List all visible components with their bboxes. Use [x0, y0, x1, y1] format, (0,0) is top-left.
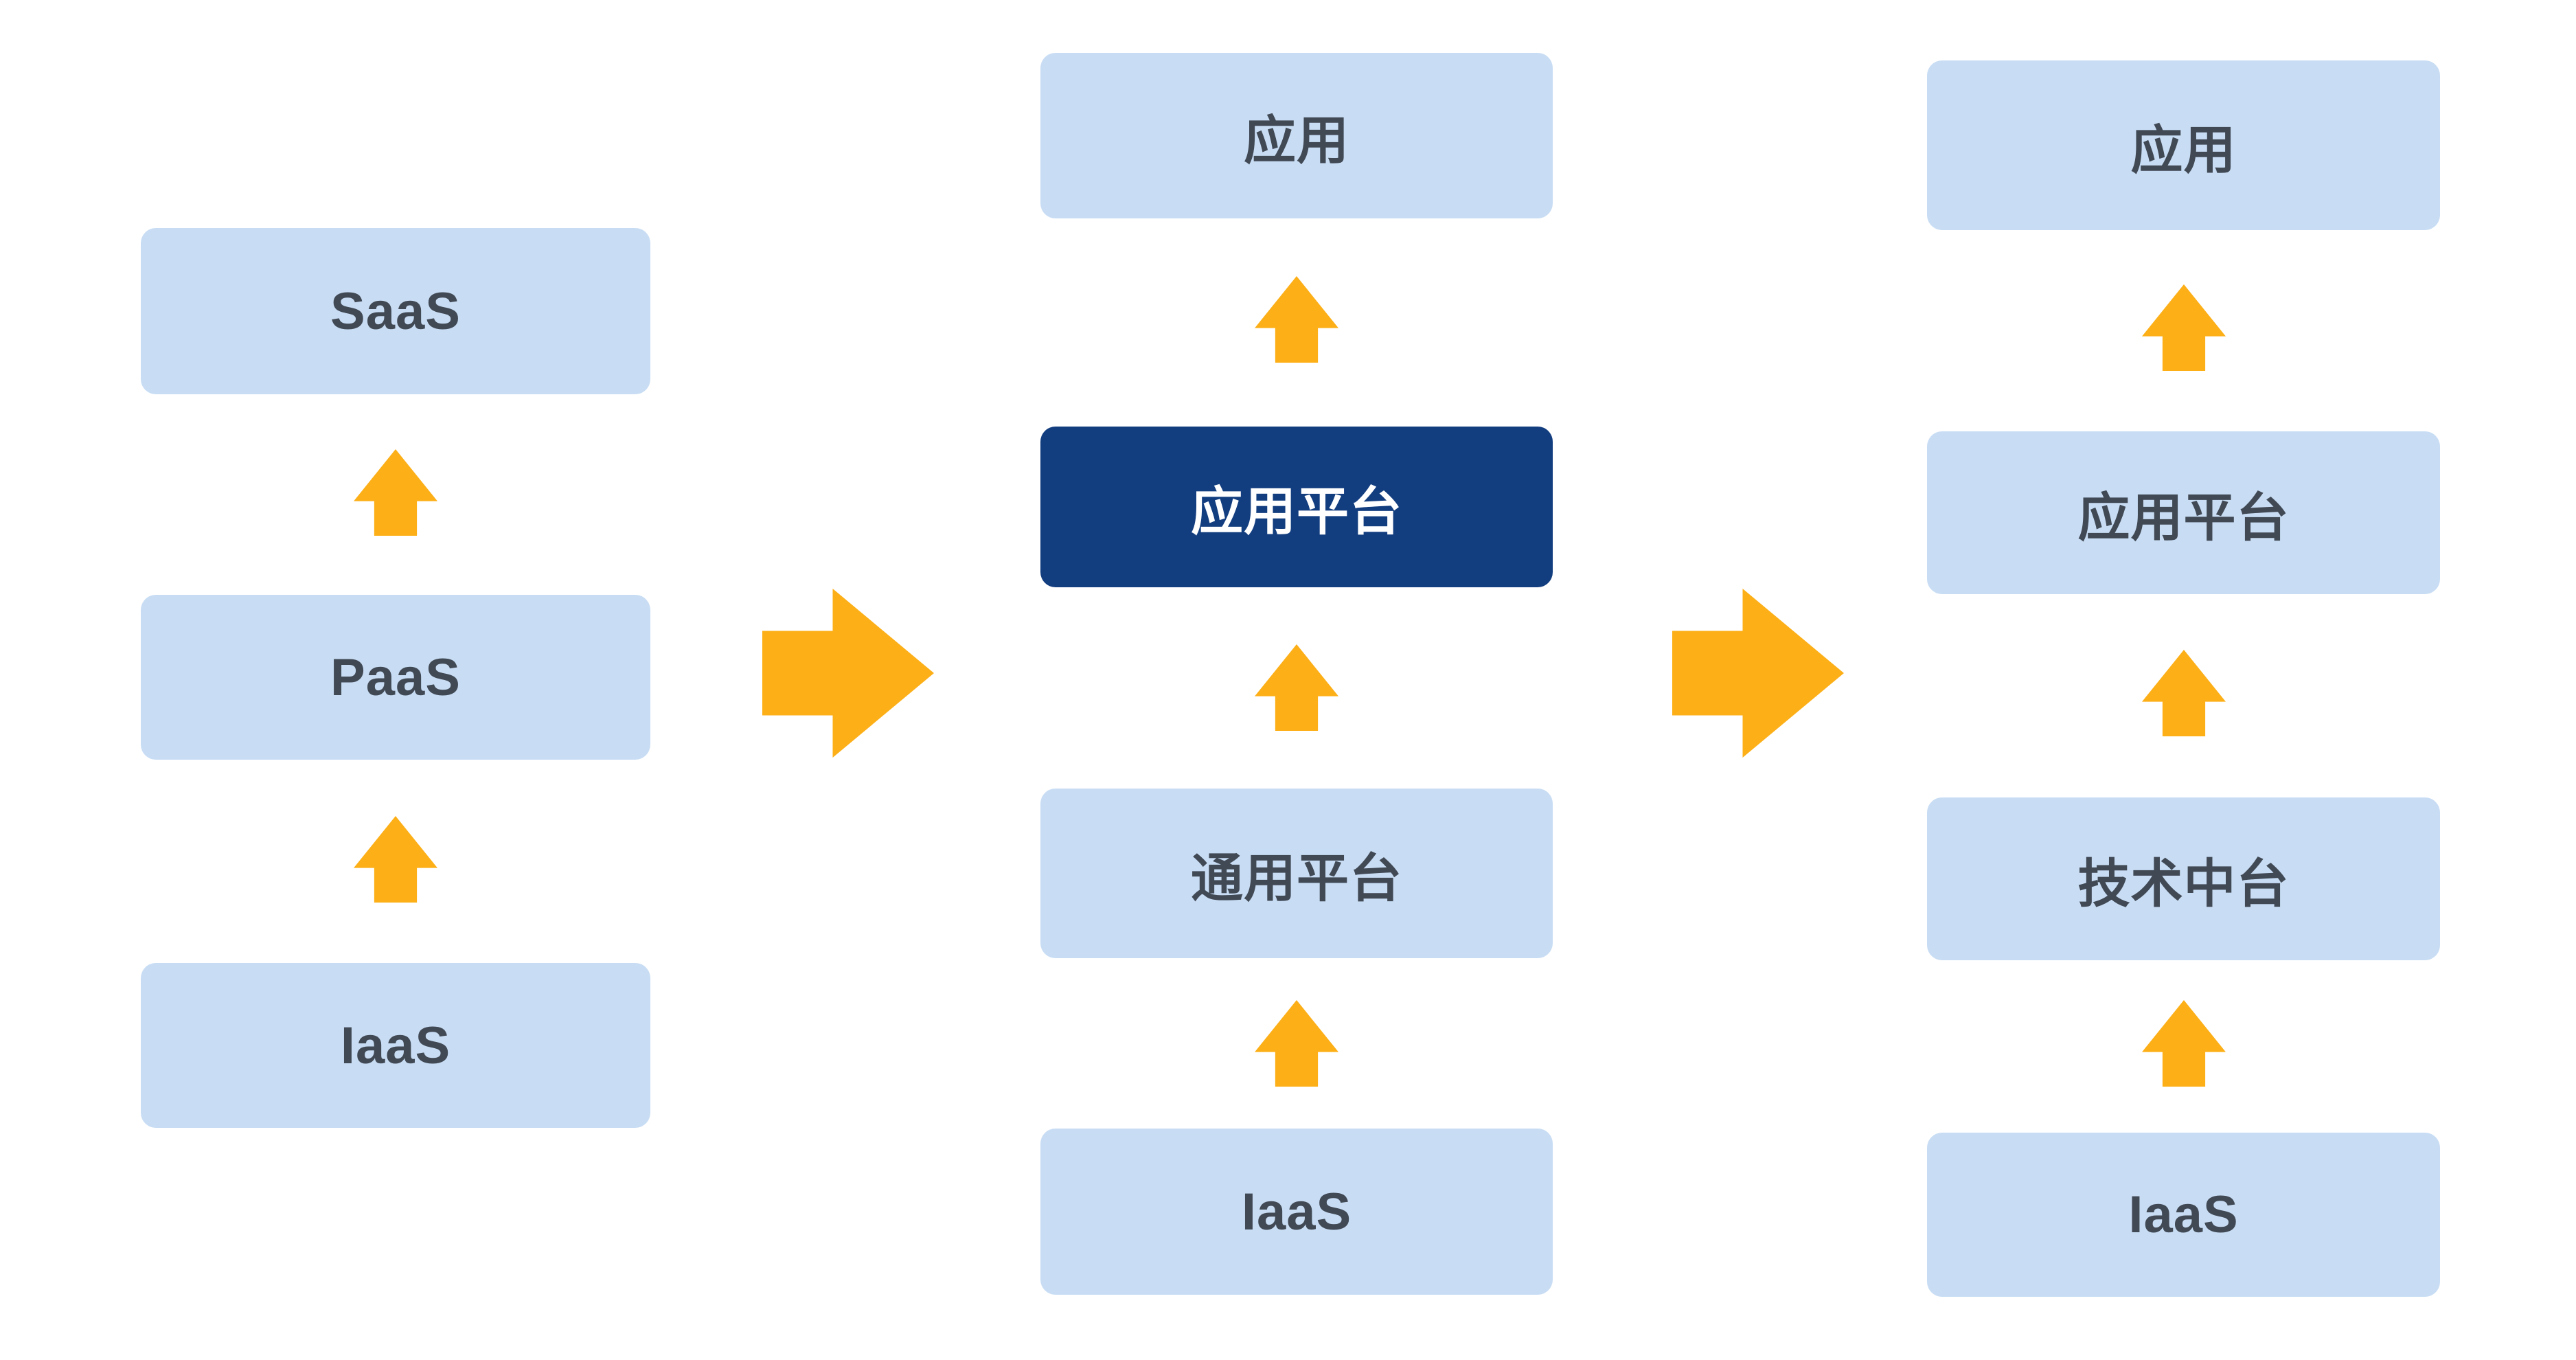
box-technology-middle-platform: 技术中台: [1927, 797, 2440, 960]
box-saas: SaaS: [141, 228, 650, 394]
box-iaas-right: IaaS: [1927, 1133, 2440, 1297]
up-arrow-icon: [1255, 644, 1338, 731]
box-iaas-mid: IaaS: [1040, 1129, 1553, 1295]
box-application-right: 应用: [1927, 60, 2440, 230]
up-arrow-icon: [354, 816, 437, 903]
box-application-mid: 应用: [1040, 53, 1553, 218]
box-application-platform-highlight: 应用平台: [1040, 427, 1553, 587]
right-arrow-icon: [762, 589, 934, 758]
up-arrow-icon: [2142, 1000, 2226, 1087]
right-arrow-icon: [1672, 589, 1844, 758]
box-paas: PaaS: [141, 595, 650, 760]
up-arrow-icon: [1255, 1000, 1338, 1087]
box-application-platform-right: 应用平台: [1927, 431, 2440, 594]
up-arrow-icon: [1255, 276, 1338, 363]
box-general-platform: 通用平台: [1040, 789, 1553, 958]
box-iaas-left: IaaS: [141, 963, 650, 1128]
up-arrow-icon: [2142, 650, 2226, 736]
up-arrow-icon: [2142, 284, 2226, 371]
up-arrow-icon: [354, 449, 437, 536]
